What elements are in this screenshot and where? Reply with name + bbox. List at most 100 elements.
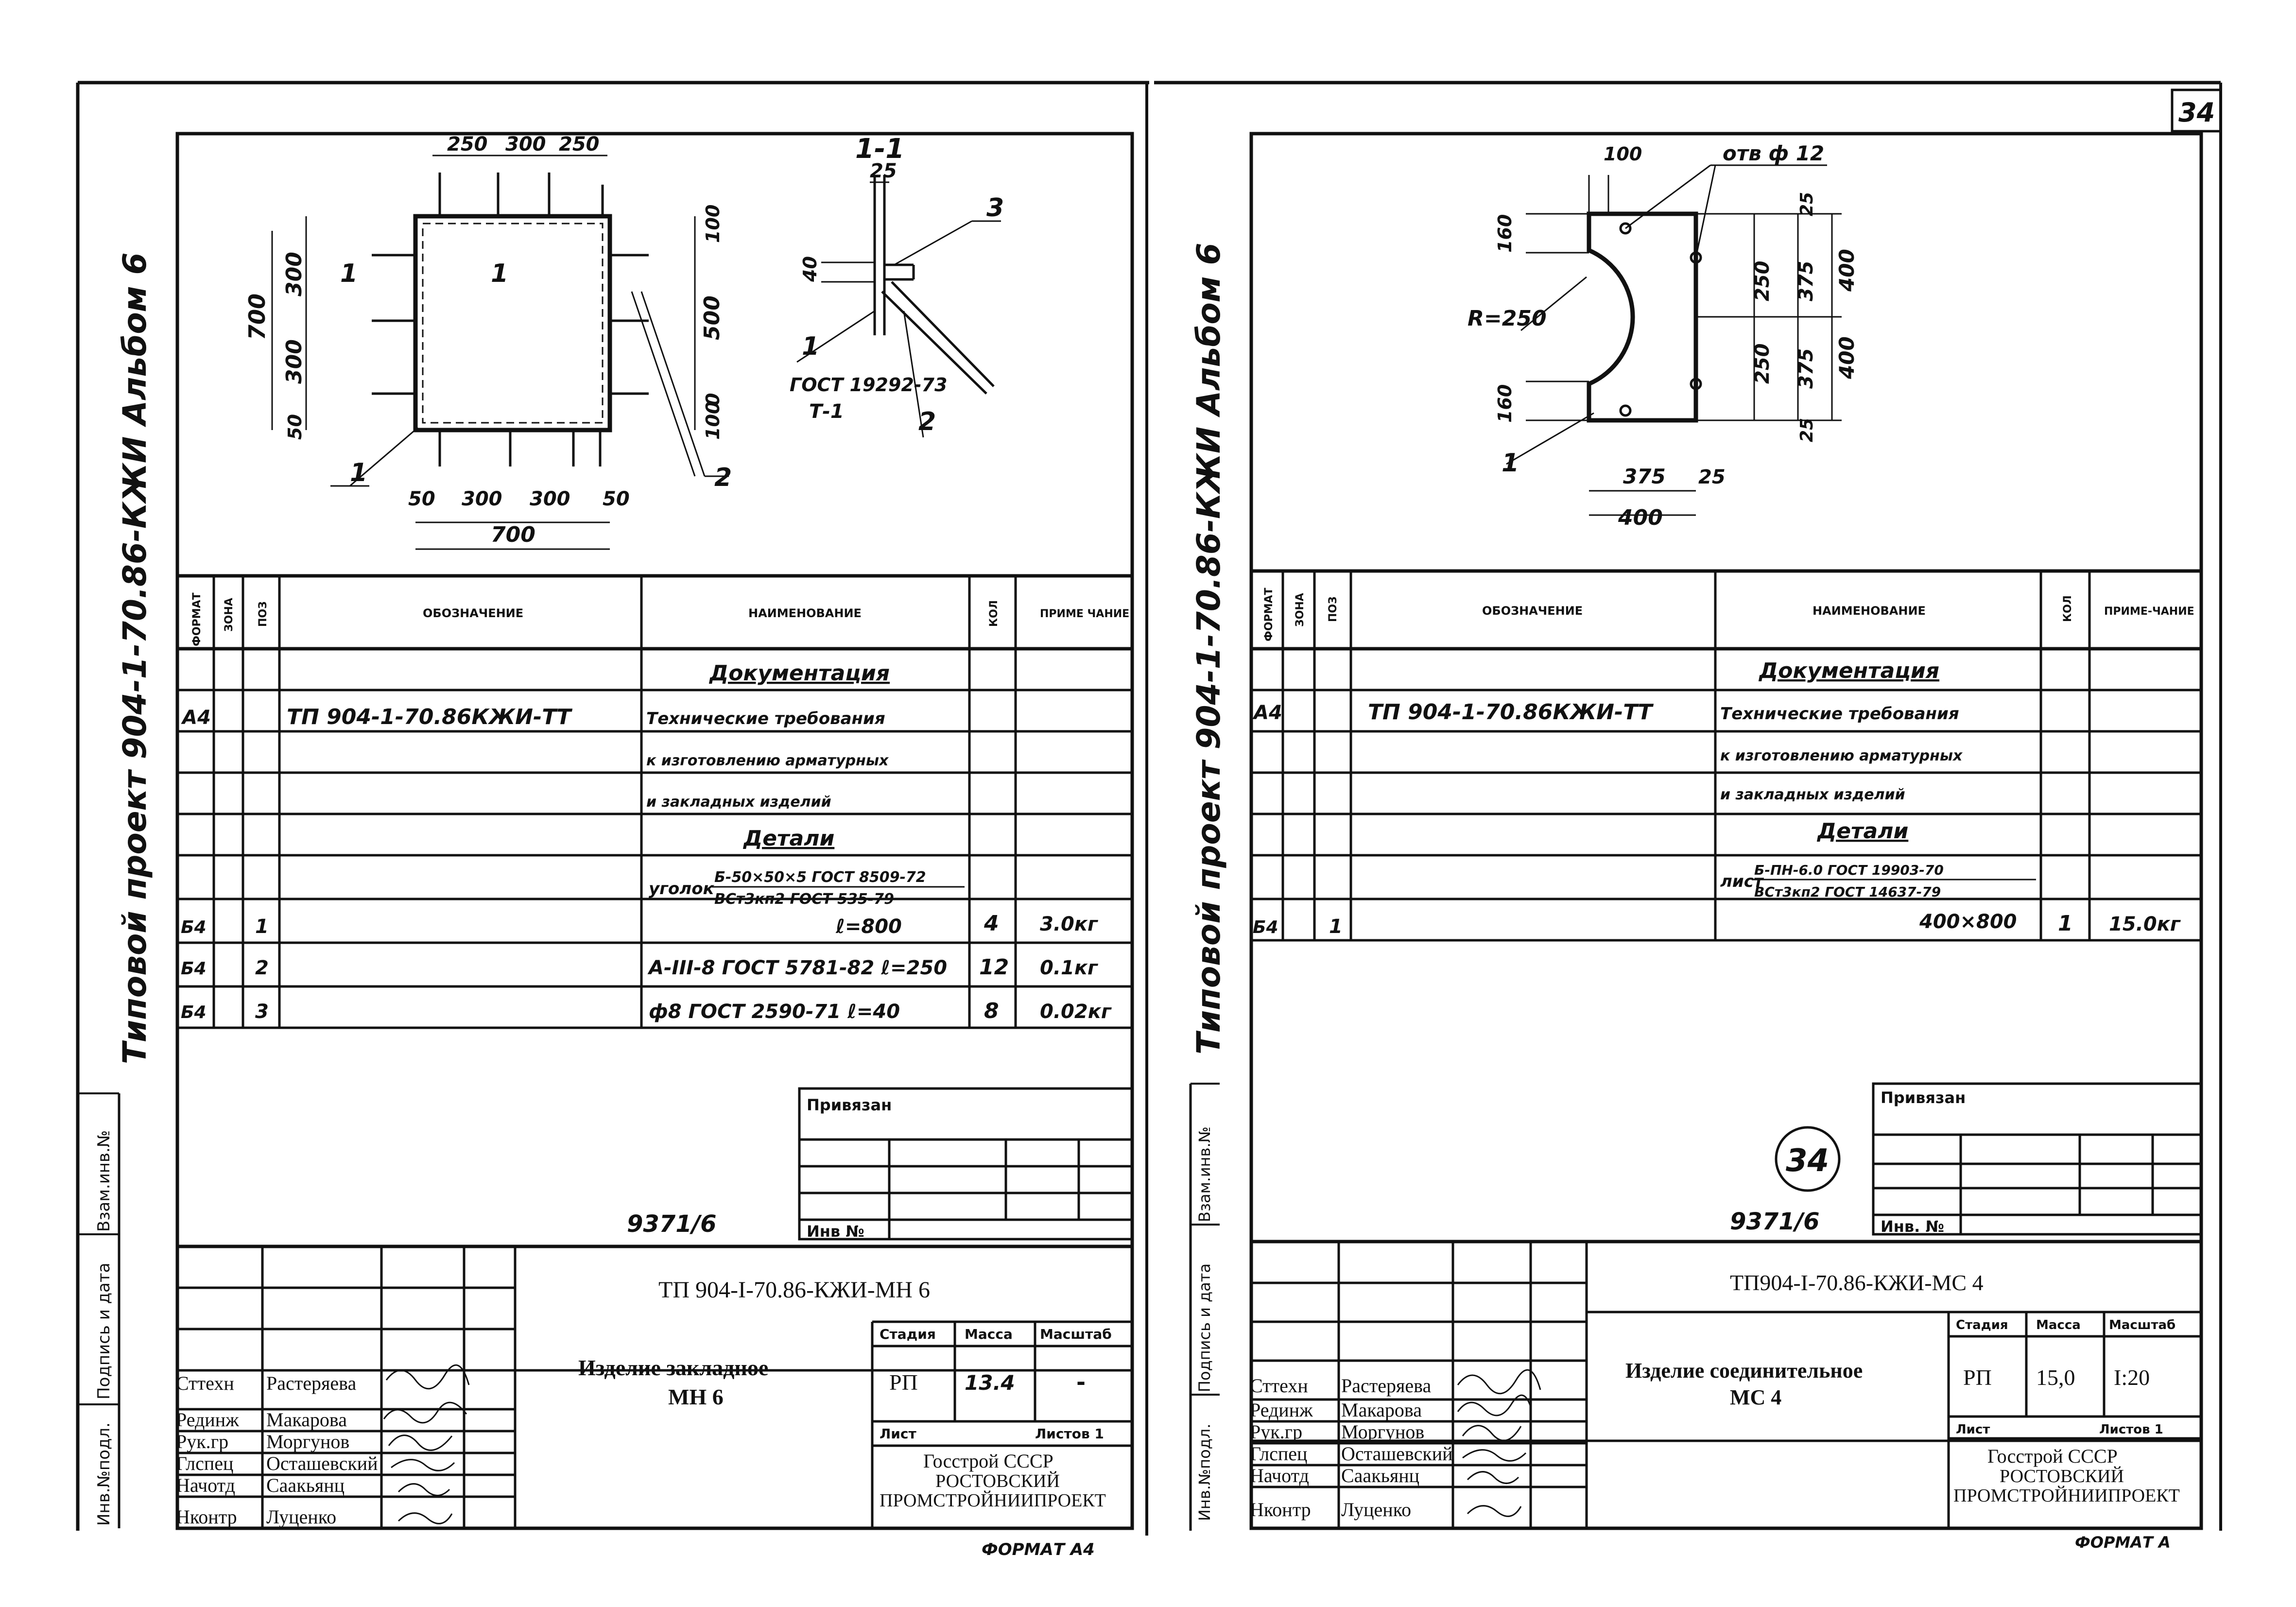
spec-r-h-designation: ОБОЗНАЧЕНИЕ [1482, 604, 1583, 618]
privyazan-left: Привязан [807, 1096, 892, 1114]
inv-no-left: Инв № [807, 1222, 864, 1241]
name-left-6: Луценко [266, 1506, 336, 1528]
stamp-label-r3: Взам.инв.№ [1195, 1126, 1214, 1222]
dim-top-2: 300 [505, 133, 546, 156]
spec-angle-num: Б-50×50×5 ГОСТ 8509-72 [714, 869, 926, 886]
dim-bottom-4: 50 [603, 488, 630, 510]
name-right-6: Луценко [1341, 1499, 1411, 1521]
dim-left-4: 50 [284, 414, 306, 440]
spec-r-doc-format: А4 [1252, 702, 1282, 724]
side-stamp-left: Инв.№подл. Подпись и дата Взам.инв.№ [78, 1092, 121, 1528]
spec-r1-format: Б4 [181, 917, 207, 937]
org-right-1: Госстрой СССР [1987, 1445, 2118, 1467]
dim-outer-r2: 400 [1835, 336, 1859, 380]
spec-r-h-pos: ПОЗ [1327, 596, 1339, 622]
role-right-3: Рук.гр [1250, 1421, 1302, 1443]
section-marker-2: 2 [918, 407, 936, 436]
dim-right-4: 100 [702, 401, 724, 440]
org-left-3: ПРОМСТРОЙНИИПРОЕКТ [880, 1490, 1106, 1511]
dim-bottom-r1: 375 [1623, 465, 1666, 488]
mass-left: 13.4 [965, 1371, 1015, 1395]
part-name-right-2: МС 4 [1730, 1385, 1781, 1409]
dim-right-3: 0 [702, 393, 724, 406]
mass-head-right: Масса [2036, 1318, 2081, 1332]
dim-outer-r1: 400 [1835, 249, 1859, 292]
dim-right-2: 500 [700, 295, 725, 340]
spec-r3-note: 0.02кг [1040, 1001, 1112, 1023]
spec-h-note: ПРИМЕ ЧАНИЕ [1040, 608, 1129, 620]
spec-r-doc-name-3: и закладных изделий [1720, 786, 1905, 803]
spec-section-doc: Документация [708, 661, 890, 686]
name-right-5: Саакьянц [1341, 1465, 1419, 1486]
dim-left-2: 300 [282, 252, 307, 296]
section-marker-1: 1 [802, 332, 819, 361]
name-left-2: Макарова [266, 1409, 347, 1431]
dim-inner-r1: 250 [1751, 261, 1774, 302]
spec-r3-pos: 3 [255, 1001, 269, 1023]
album-title-left: Типовой проект 904-1-70.86-КЖИ Альбом 6 [116, 252, 154, 1064]
spec-r-h-format: ФОРМАТ [1263, 588, 1275, 641]
spec-doc-name-3: и закладных изделий [646, 794, 831, 811]
signatories-right: Сттехн Рединж Рук.гр Глспец Начотд Нконт… [1250, 1375, 1453, 1521]
role-left-3: Рук.гр [176, 1431, 228, 1452]
plan-drawing-right [1506, 164, 1842, 516]
name-right-3: Моргунов [1341, 1421, 1424, 1443]
album-title-right: Типовой проект 904-1-70.86-КЖИ Альбом 6 [1190, 242, 1227, 1054]
spec-r-row-pos: 1 [1329, 916, 1343, 938]
spec-r-h-note: ПРИМЕ-ЧАНИЕ [2104, 605, 2194, 618]
spec-r3-name: ф8 ГОСТ 2590-71 ℓ=40 [649, 1001, 900, 1023]
stage-head-right: Стадия [1956, 1318, 2008, 1332]
spec-doc-name-2: к изготовлению арматурных [646, 752, 889, 769]
privyazan-block-left [798, 1087, 1134, 1241]
spec-r-section-doc: Документация [1758, 658, 1939, 683]
stamp-label-3: Взам.инв.№ [94, 1130, 114, 1232]
page-label: 34 [2178, 97, 2215, 128]
marker-1: 1 [350, 458, 367, 487]
radius-label: R=250 [1467, 306, 1547, 331]
scale-left: - [1076, 1369, 1086, 1395]
dim-mid-r2: 375 [1795, 261, 1817, 302]
spec-r2-format: Б4 [181, 959, 207, 979]
spec-table-right [1251, 569, 2201, 942]
spec-h-designation: ОБОЗНАЧЕНИЕ [423, 606, 523, 620]
signature-scribbles-right [1457, 1369, 1541, 1517]
dim-mid-r3: 375 [1795, 348, 1817, 389]
org-left-2: РОСТОВСКИЙ [935, 1471, 1060, 1491]
spec-h-format: ФОРМАТ [191, 592, 203, 646]
privyazan-right: Привязан [1881, 1089, 1966, 1107]
spec-angle-den: ВСт3кп2 ГОСТ 535-79 [714, 891, 894, 908]
spec-r3-qty: 8 [984, 999, 999, 1023]
page-label-box: 34 [2171, 88, 2222, 133]
role-left-5: Начотд [176, 1474, 235, 1496]
name-right-1: Растеряева [1341, 1375, 1432, 1397]
role-right-5: Начотд [1250, 1465, 1309, 1486]
name-left-1: Растеряева [266, 1372, 357, 1394]
dim-mid-r4: 25 [1797, 418, 1817, 442]
spec-r2-name: А-III-8 ГОСТ 5781-82 ℓ=250 [647, 957, 947, 979]
role-left-2: Рединж [176, 1409, 239, 1431]
section-dim-side: 40 [799, 256, 821, 282]
hole-2 [1690, 251, 1702, 264]
name-left-5: Саакьянц [266, 1474, 345, 1496]
side-stamp-right: Инв.№подл. Подпись и дата Взам.инв.№ [1191, 1083, 1220, 1521]
spec-r-sheet-label: лист [1720, 872, 1764, 891]
stamp-label-2: Подпись и дата [94, 1262, 114, 1400]
inv-no-right: Инв. № [1881, 1217, 1944, 1236]
dim-overall: 700 [491, 522, 535, 547]
scale-head-right: Масштаб [2109, 1318, 2175, 1332]
scale-right: I:20 [2114, 1365, 2150, 1390]
privyazan-block-right [1872, 1082, 2203, 1236]
format-note-right: ФОРМАТ А [2075, 1533, 2171, 1552]
sheet-num-right: 9371/6 [1730, 1208, 1820, 1235]
dim-left-3: 300 [282, 339, 307, 384]
spec-r-sheet-den: ВСт3кп2 ГОСТ 14637-79 [1754, 884, 1941, 900]
spec-r-row-note: 15.0кг [2109, 913, 2181, 935]
sheets-head-right: Листов 1 [2099, 1422, 2163, 1437]
spec-r2-note: 0.1кг [1040, 957, 1098, 979]
spec-r-h-qty: КОЛ [2062, 595, 2074, 622]
dim-top-right: 100 [1604, 143, 1642, 165]
spec-h-zone: ЗОНА [223, 598, 235, 632]
sheet-head-left: Лист [880, 1426, 916, 1442]
sheet-head-right: Лист [1956, 1422, 1990, 1437]
